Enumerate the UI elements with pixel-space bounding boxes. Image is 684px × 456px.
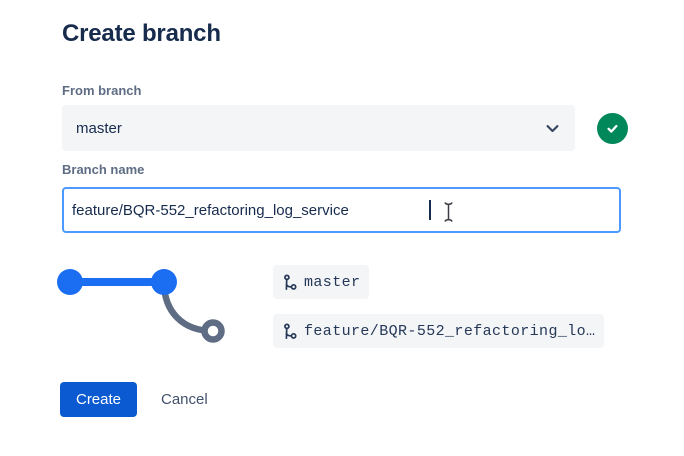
source-commit-node [57,269,83,295]
i-beam-cursor [442,200,455,229]
git-branch-icon [284,323,297,339]
chevron-down-icon [544,120,561,137]
cancel-button[interactable]: Cancel [157,382,212,417]
from-branch-selected-value: master [76,119,122,137]
branch-point-node [151,269,177,295]
from-branch-select[interactable]: master [62,105,575,151]
create-button[interactable]: Create [60,382,137,417]
text-caret [429,200,431,220]
source-branch-chip-label: master [304,273,361,291]
branch-name-label: Branch name [62,162,145,177]
page-title: Create branch [62,20,221,47]
new-branch-node [201,319,225,343]
git-branch-icon [284,274,297,290]
check-circle-icon [597,113,628,144]
from-branch-label: From branch [62,83,142,98]
branch-graph [57,269,225,343]
source-branch-chip: master [273,265,370,299]
target-branch-chip-label: feature/BQR-552_refactoring_lo… [304,322,596,340]
target-branch-chip: feature/BQR-552_refactoring_lo… [273,314,605,348]
branch-name-input[interactable] [62,187,621,233]
